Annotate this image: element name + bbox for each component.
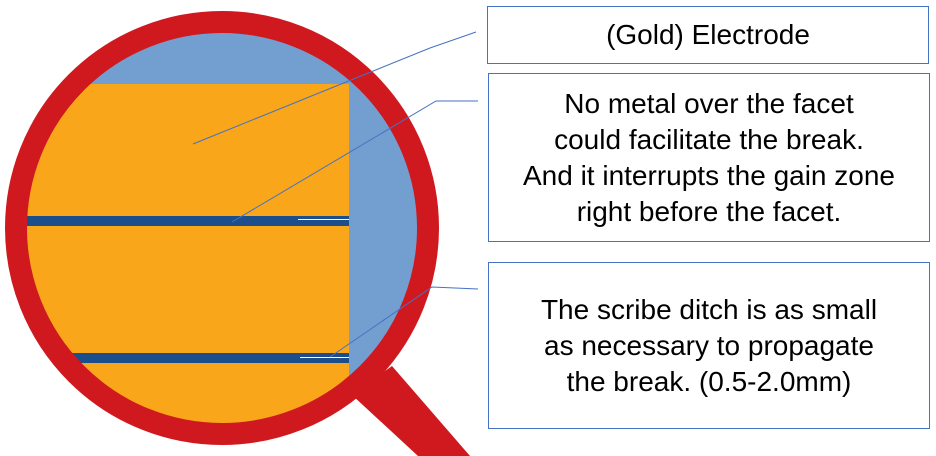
leader-line-facet: [231, 100, 478, 223]
chip-body: [26, 84, 349, 424]
callout-scribe-text: The scribe ditch is as small as necessar…: [540, 293, 878, 397]
lens-view: [26, 32, 418, 424]
callout-facet: No metal over the facet could facilitate…: [488, 73, 930, 242]
magnifier-rim: [5, 11, 439, 445]
callout-facet-text: No metal over the facet could facilitate…: [522, 87, 895, 227]
waveguide-stripe-lower: [26, 353, 349, 363]
leader-line-scribe: [329, 286, 479, 358]
waveguide-stripe-upper: [26, 216, 349, 226]
callout-scribe: The scribe ditch is as small as necessar…: [488, 262, 930, 429]
leader-line-electrode: [192, 31, 477, 145]
callout-electrode: (Gold) Electrode: [487, 6, 929, 64]
callout-electrode-text: (Gold) Electrode: [606, 19, 810, 50]
magnifier-handle: [352, 366, 470, 456]
